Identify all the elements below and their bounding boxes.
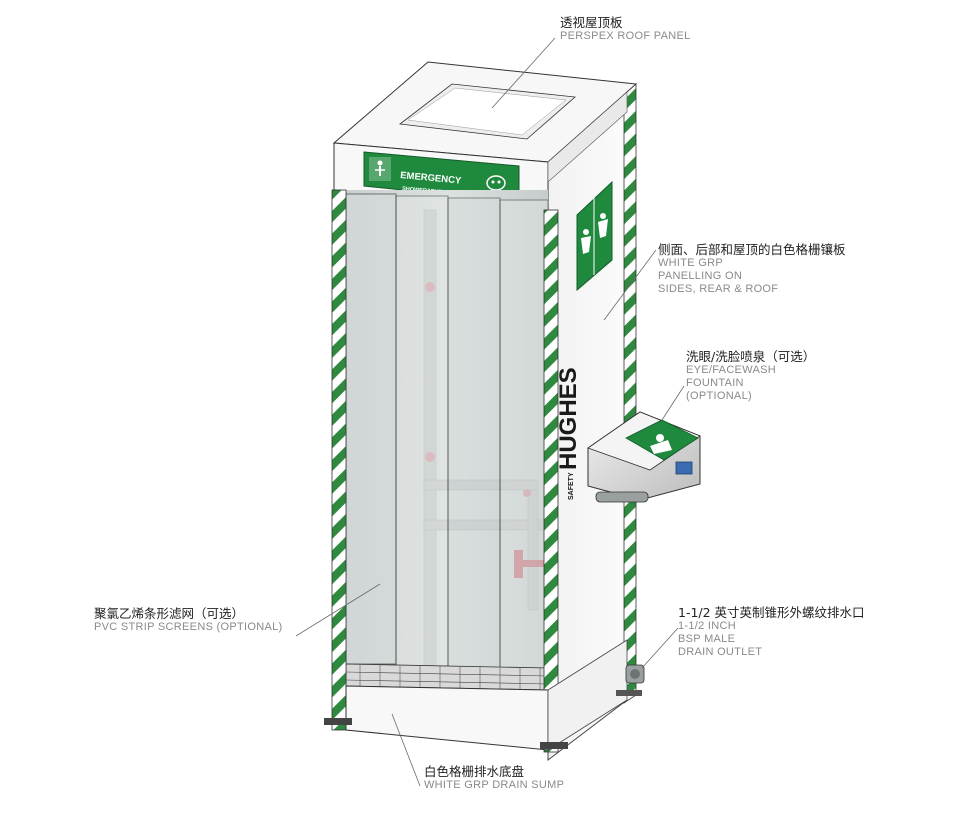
label-sump-en: WHITE GRP DRAIN SUMP (424, 779, 565, 792)
label-roof-zh: 透视屋顶板 (560, 15, 623, 30)
label-drain-outlet-en-2: BSP MALE (678, 633, 736, 646)
label-eyewash: 洗眼/洗脸喷泉（可选） EYE/FACEWASH FOUNTAIN (OPTIO… (686, 349, 816, 402)
label-roof: 透视屋顶板 PERSPEX ROOF PANEL (560, 15, 691, 43)
label-sump-zh: 白色格栅排水底盘 (424, 764, 525, 779)
side-pictogram-sign (576, 180, 613, 292)
label-strips-zh: 聚氯乙烯条形滤网（可选） (94, 606, 245, 621)
brand-logo: HUGHES SAFETY (555, 367, 582, 500)
eyewash-person-icon (650, 434, 672, 454)
brand-vertical: HUGHES (555, 367, 582, 470)
drain-outlet (625, 664, 645, 684)
label-drain-outlet: 1-1/2 英寸英制锥形外螺纹排水口 1-1/2 INCH BSP MALE D… (678, 605, 865, 658)
label-strips-en: PVC STRIP SCREENS (OPTIONAL) (94, 621, 283, 634)
front-right-post (543, 209, 559, 753)
label-roof-en: PERSPEX ROOF PANEL (560, 30, 691, 43)
label-eyewash-en-3: (OPTIONAL) (686, 389, 752, 402)
label-sump: 白色格栅排水底盘 WHITE GRP DRAIN SUMP (424, 764, 565, 792)
shower-person-icon (375, 160, 385, 176)
drain-sump (345, 639, 628, 751)
label-eyewash-zh: 洗眼/洗脸喷泉（可选） (686, 349, 816, 364)
label-drain-outlet-zh: 1-1/2 英寸英制锥形外螺纹排水口 (678, 605, 865, 620)
front-opening (345, 190, 549, 691)
pvc-strip-screens (345, 193, 549, 669)
label-eyewash-en-1: EYE/FACEWASH (686, 364, 776, 377)
first-aid-person-icon (581, 229, 591, 254)
brand-small: SAFETY (568, 472, 575, 500)
front-left-post (331, 189, 347, 731)
eyewash-label-plate (675, 461, 693, 475)
interior-pipework (423, 209, 545, 681)
shower-person-side-icon (598, 213, 608, 238)
label-panelling: 侧面、后部和屋顶的白色格栅镶板 WHITE GRP PANELLING ON S… (658, 242, 846, 295)
label-strips: 聚氯乙烯条形滤网（可选） PVC STRIP SCREENS (OPTIONAL… (94, 606, 283, 634)
label-panelling-en-3: SIDES, REAR & ROOF (658, 282, 779, 295)
base-feet (324, 690, 642, 749)
eyewash-pipe (595, 491, 649, 503)
label-eyewash-en-2: FOUNTAIN (686, 377, 744, 390)
label-panelling-en-1: WHITE GRP (658, 257, 724, 270)
label-panelling-zh: 侧面、后部和屋顶的白色格栅镶板 (658, 242, 846, 257)
rear-corner-post (623, 83, 637, 704)
label-drain-outlet-en-3: DRAIN OUTLET (678, 645, 763, 658)
label-drain-outlet-en-1: 1-1/2 INCH (678, 620, 737, 633)
label-panelling-en-2: PANELLING ON (658, 270, 743, 283)
leader-lines (295, 37, 685, 787)
eyewash-fountain (587, 411, 701, 503)
